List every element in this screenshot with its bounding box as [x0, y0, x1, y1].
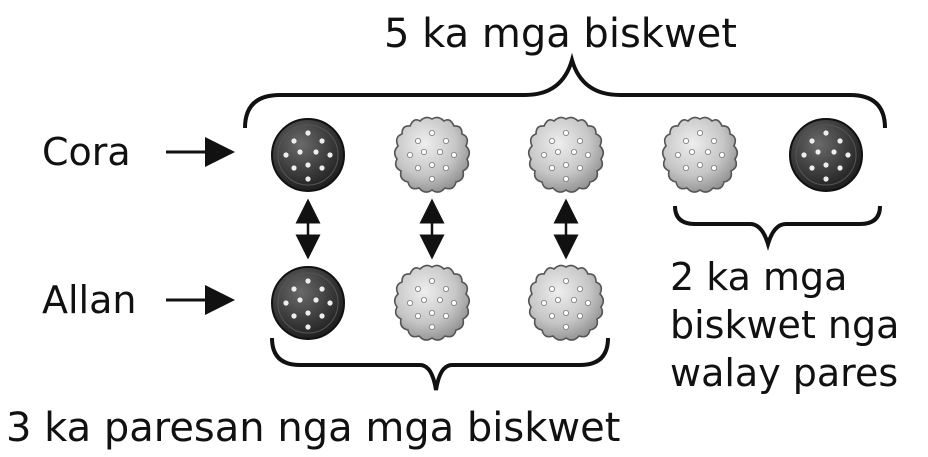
allan-label: Allan [42, 278, 137, 322]
unpaired-label-line1: 2 ka mga [670, 255, 848, 299]
cora-cookie-2 [395, 117, 470, 192]
allan-cookie-1 [272, 267, 344, 339]
unpaired-label-line2: biskwet nga [670, 303, 900, 347]
cora-label: Cora [42, 130, 131, 174]
allan-cookie-3 [529, 265, 604, 340]
unpaired-brace [673, 205, 882, 251]
top-total-label: 5 ka mga biskwet [384, 11, 737, 57]
cora-cookie-4 [663, 117, 738, 192]
cora-cookie-5 [790, 119, 862, 191]
cora-cookie-1 [272, 119, 344, 191]
allan-cookie-2 [395, 265, 470, 340]
unpaired-label-line3: walay pares [670, 351, 899, 395]
top-total-brace [243, 52, 887, 129]
pairs-brace [270, 337, 610, 391]
pairs-total-label: 3 ka paresan nga mga biskwet [6, 405, 621, 451]
cora-cookie-3 [529, 117, 604, 192]
